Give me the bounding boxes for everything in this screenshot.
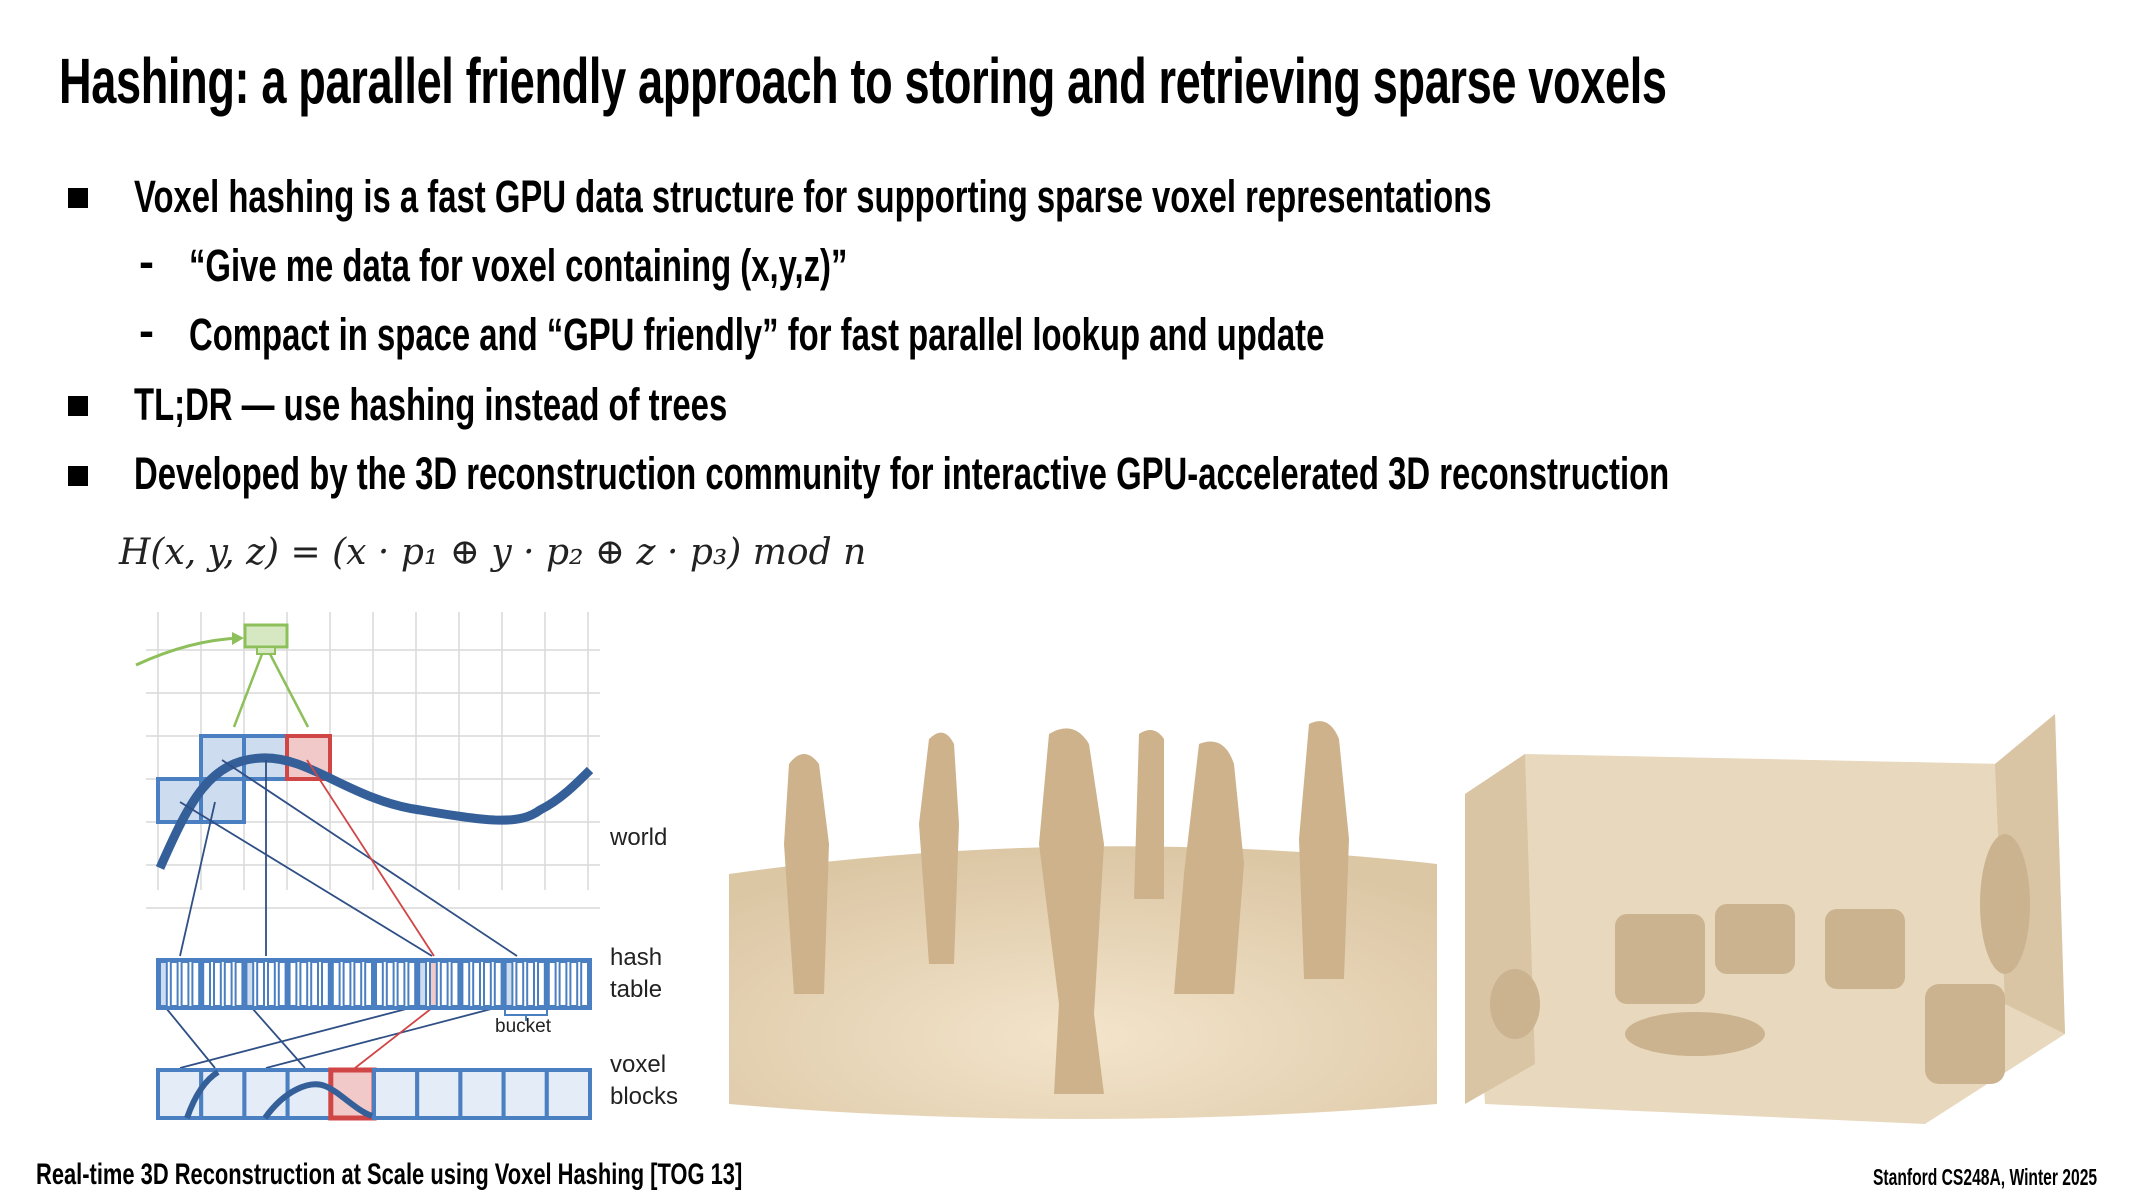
hash-slot bbox=[407, 961, 417, 1007]
bullet-3: Developed by the 3D reconstruction commu… bbox=[134, 448, 1670, 499]
hash-slot bbox=[353, 961, 363, 1007]
hash-slot bbox=[504, 961, 514, 1007]
hash-slot bbox=[213, 961, 222, 1007]
sub-bullet-2: Compact in space and “GPU friendly” for … bbox=[189, 309, 1325, 360]
hash-slot bbox=[267, 961, 276, 1007]
voxel-block bbox=[544, 1068, 592, 1120]
world-grid bbox=[146, 612, 600, 909]
hash-slot bbox=[256, 961, 266, 1007]
label-bucket: bucket bbox=[495, 1016, 552, 1037]
hash-slot bbox=[223, 961, 233, 1007]
hash-bucket bbox=[544, 958, 592, 1010]
hash-formula: H(x, y, z) = (x · p₁ ⊕ y · p₂ ⊕ z · p₃) … bbox=[119, 532, 867, 573]
label-blocks: blocks bbox=[610, 1083, 678, 1110]
hash-slot bbox=[472, 961, 482, 1007]
bullet-square-icon bbox=[68, 396, 88, 416]
hash-slot bbox=[515, 961, 525, 1007]
voxel-blocks bbox=[156, 1067, 592, 1121]
hash-slot bbox=[558, 961, 568, 1007]
hash-slot bbox=[331, 961, 341, 1007]
room-reconstruction-image bbox=[1445, 704, 2079, 1135]
bucket-bracket bbox=[504, 1010, 548, 1021]
hash-slot bbox=[461, 961, 471, 1007]
hash-slot bbox=[202, 961, 211, 1007]
bullet-square-icon bbox=[68, 466, 88, 486]
slide-title: Hashing: a parallel friendly approach to… bbox=[59, 45, 1667, 117]
voxel-curve bbox=[184, 1069, 374, 1120]
sub-bullet-1: “Give me data for voxel containing (x,y,… bbox=[189, 240, 848, 291]
hash-slot bbox=[245, 961, 255, 1007]
hash-slot bbox=[342, 961, 352, 1007]
voxel-block bbox=[415, 1068, 463, 1120]
hash-slot bbox=[537, 961, 546, 1007]
hash-slot bbox=[321, 961, 330, 1007]
camera-icon bbox=[135, 623, 310, 728]
hash-slot bbox=[483, 961, 492, 1007]
hash-table bbox=[156, 958, 592, 1010]
hash-slot bbox=[277, 961, 287, 1007]
hash-slot bbox=[385, 961, 395, 1007]
voxel-block bbox=[156, 1068, 204, 1120]
label-hash: hash bbox=[610, 944, 662, 971]
dash-icon: - bbox=[139, 236, 154, 287]
hash-slot bbox=[580, 961, 590, 1007]
citation: Real-time 3D Reconstruction at Scale usi… bbox=[36, 1158, 743, 1191]
hash-slot bbox=[375, 961, 384, 1007]
voxel-block bbox=[372, 1068, 420, 1120]
voxel-block bbox=[458, 1068, 506, 1120]
course-label: Stanford CS248A, Winter 2025 bbox=[1873, 1164, 2098, 1190]
label-world: world bbox=[609, 824, 667, 851]
hash-slot bbox=[191, 961, 201, 1007]
hash-slot bbox=[569, 961, 579, 1007]
statues-reconstruction-image bbox=[729, 704, 1437, 1124]
bullet-2: TL;DR — use hashing instead of trees bbox=[134, 379, 728, 430]
hash-slot bbox=[310, 961, 320, 1007]
surface-curve bbox=[155, 753, 594, 870]
dash-icon: - bbox=[139, 305, 154, 356]
voxel-block bbox=[242, 1068, 290, 1120]
hash-slot bbox=[526, 961, 536, 1007]
bullet-square-icon bbox=[68, 188, 88, 208]
hash-slot bbox=[169, 961, 179, 1007]
voxel-hashing-diagram: world hash table bucket voxel blocks bbox=[135, 612, 678, 1121]
hash-slot bbox=[493, 961, 503, 1007]
hash-slot bbox=[180, 961, 190, 1007]
hash-slot bbox=[299, 961, 309, 1007]
hash-slot bbox=[159, 961, 168, 1007]
hash-slot bbox=[418, 961, 428, 1007]
hash-slot bbox=[396, 961, 406, 1007]
label-voxel: voxel bbox=[610, 1051, 666, 1078]
hash-slot bbox=[234, 961, 244, 1007]
label-table: table bbox=[610, 976, 662, 1003]
hash-slot bbox=[364, 961, 374, 1007]
hash-slot bbox=[288, 961, 298, 1007]
hash-slot bbox=[439, 961, 449, 1007]
bullet-1: Voxel hashing is a fast GPU data structu… bbox=[134, 171, 1492, 222]
hash-slot bbox=[547, 961, 557, 1007]
hash-slot bbox=[450, 961, 460, 1007]
voxel-block bbox=[501, 1068, 549, 1120]
hash-slot bbox=[429, 961, 438, 1007]
hash-arrows bbox=[165, 759, 518, 1069]
